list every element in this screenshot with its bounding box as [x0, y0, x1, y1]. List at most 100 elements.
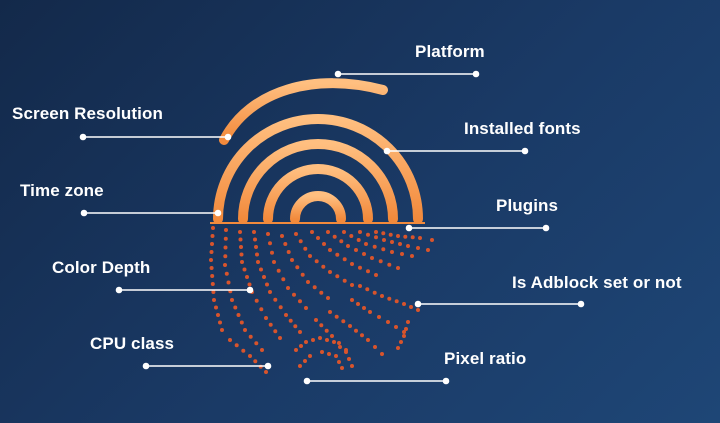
fingerprint-dot [270, 250, 274, 255]
fingerprint-dot [334, 314, 339, 319]
leader-dot-adblock [414, 300, 422, 308]
fingerprint-dot [387, 262, 392, 267]
fingerprint-dot [394, 299, 399, 304]
fingerprint-dot [273, 329, 278, 334]
fingerprint-arc-4 [213, 114, 423, 224]
fingerprint-dot [374, 230, 378, 234]
fingerprint-dot [342, 257, 347, 262]
fingerprint-dot [368, 310, 372, 314]
fingerprint-dot [278, 336, 282, 340]
fingerprint-dot [409, 305, 413, 309]
leader-dot-platform [334, 70, 342, 78]
fingerprint-dot [256, 260, 260, 264]
fingerprint-dot [390, 240, 394, 244]
fingerprint-dot [264, 316, 268, 320]
fingerprint-dot [238, 230, 242, 234]
fingerprint-dot [396, 346, 400, 350]
fingerprint-dot [378, 259, 383, 264]
fingerprint-dot [265, 282, 269, 287]
fingerprint-dot [304, 306, 308, 310]
fingerprint-dot [342, 278, 347, 283]
fingerprint-dot [349, 234, 354, 238]
fingerprint-dot [402, 334, 406, 338]
fingerprint-dot [327, 352, 331, 356]
fingerprint-dots [209, 226, 434, 374]
fingerprint-dot [348, 324, 352, 328]
fingerprint-dot [254, 298, 259, 303]
fingerprint-dot [247, 282, 252, 287]
fingerprint-dot [322, 242, 326, 246]
fingerprint-dot [290, 258, 294, 262]
fingerprint-dot [418, 236, 422, 240]
fingerprint-dot [358, 265, 362, 270]
fingerprint-dot [248, 334, 253, 339]
fingerprint-dot [372, 244, 377, 249]
fingerprint-dot [319, 323, 324, 328]
fingerprint-dot [212, 298, 216, 302]
fingerprint-dot [298, 299, 302, 304]
fingerprint-dot [382, 238, 386, 242]
fingerprint-dot [223, 263, 227, 267]
fingerprint-dot [340, 366, 344, 370]
fingerprint-dot [252, 230, 256, 234]
fingerprint-dot [294, 232, 298, 236]
fingerprint-dot [396, 234, 400, 238]
fingerprint-dot [240, 260, 244, 264]
fingerprint-dot [292, 292, 296, 297]
leader-dot-color-depth [115, 286, 123, 294]
fingerprint-dot [272, 260, 276, 264]
fingerprint-dot [319, 290, 324, 295]
fingerprint-dot [399, 340, 403, 344]
fingerprint-dot [310, 230, 314, 234]
fingerprint-dot [346, 244, 350, 248]
label-cpu-class: CPU class [90, 334, 175, 353]
fingerprint-dot [332, 340, 336, 344]
fingerprint-dot [255, 252, 259, 257]
fingerprint-dot [283, 242, 288, 246]
fingerprint-dot [416, 308, 420, 312]
fingerprint-dot [260, 348, 264, 352]
fingerprint-dot [308, 354, 312, 358]
fingerprint-dot [426, 248, 430, 252]
fingerprint-arc-3 [238, 139, 398, 224]
fingerprint-dot [230, 298, 234, 302]
fingerprint-dot [347, 357, 351, 361]
fingerprint-dot [280, 234, 284, 238]
fingerprint-dot [356, 302, 360, 306]
fingerprint-dot [226, 280, 231, 285]
fingerprint-dot [380, 294, 384, 298]
fingerprint-dot [374, 273, 378, 277]
fingerprint-dot [220, 328, 224, 332]
fingerprint-dot [245, 275, 249, 279]
fingerprint-dot [259, 267, 263, 272]
leader-lines [79, 70, 585, 385]
fingerprint-dot [380, 352, 384, 356]
fingerprint-dot [314, 318, 318, 322]
fingerprint-dot [216, 313, 220, 317]
fingerprint-dot [335, 252, 340, 257]
fingerprint-dot [299, 344, 303, 348]
fingerprint-dot [211, 290, 216, 294]
fingerprint-dot [350, 364, 354, 368]
fingerprint-dot [403, 234, 408, 239]
fingerprint-dot [273, 297, 278, 302]
fingerprint-dot [239, 252, 244, 257]
fingerprint-dot [293, 324, 298, 329]
fingerprint-dot [209, 258, 213, 262]
fingerprint-dot [320, 350, 324, 354]
label-adblock: Is Adblock set or not [512, 273, 682, 292]
fingerprint-dot [300, 272, 305, 277]
fingerprint-dot [218, 320, 222, 325]
fingerprint-dot [314, 259, 319, 264]
fingerprint-dot [243, 328, 247, 332]
fingerprint-dot [223, 254, 228, 259]
fingerprint-dot [316, 236, 320, 240]
leader-dot-plugins [405, 224, 413, 232]
fingerprint-dot [259, 307, 264, 312]
fingerprint-dot [381, 231, 386, 236]
fingerprint-dot [328, 310, 332, 314]
fingerprint-dot [406, 320, 410, 324]
fingerprint-dot [298, 364, 302, 368]
fingerprint-dot [254, 245, 258, 249]
